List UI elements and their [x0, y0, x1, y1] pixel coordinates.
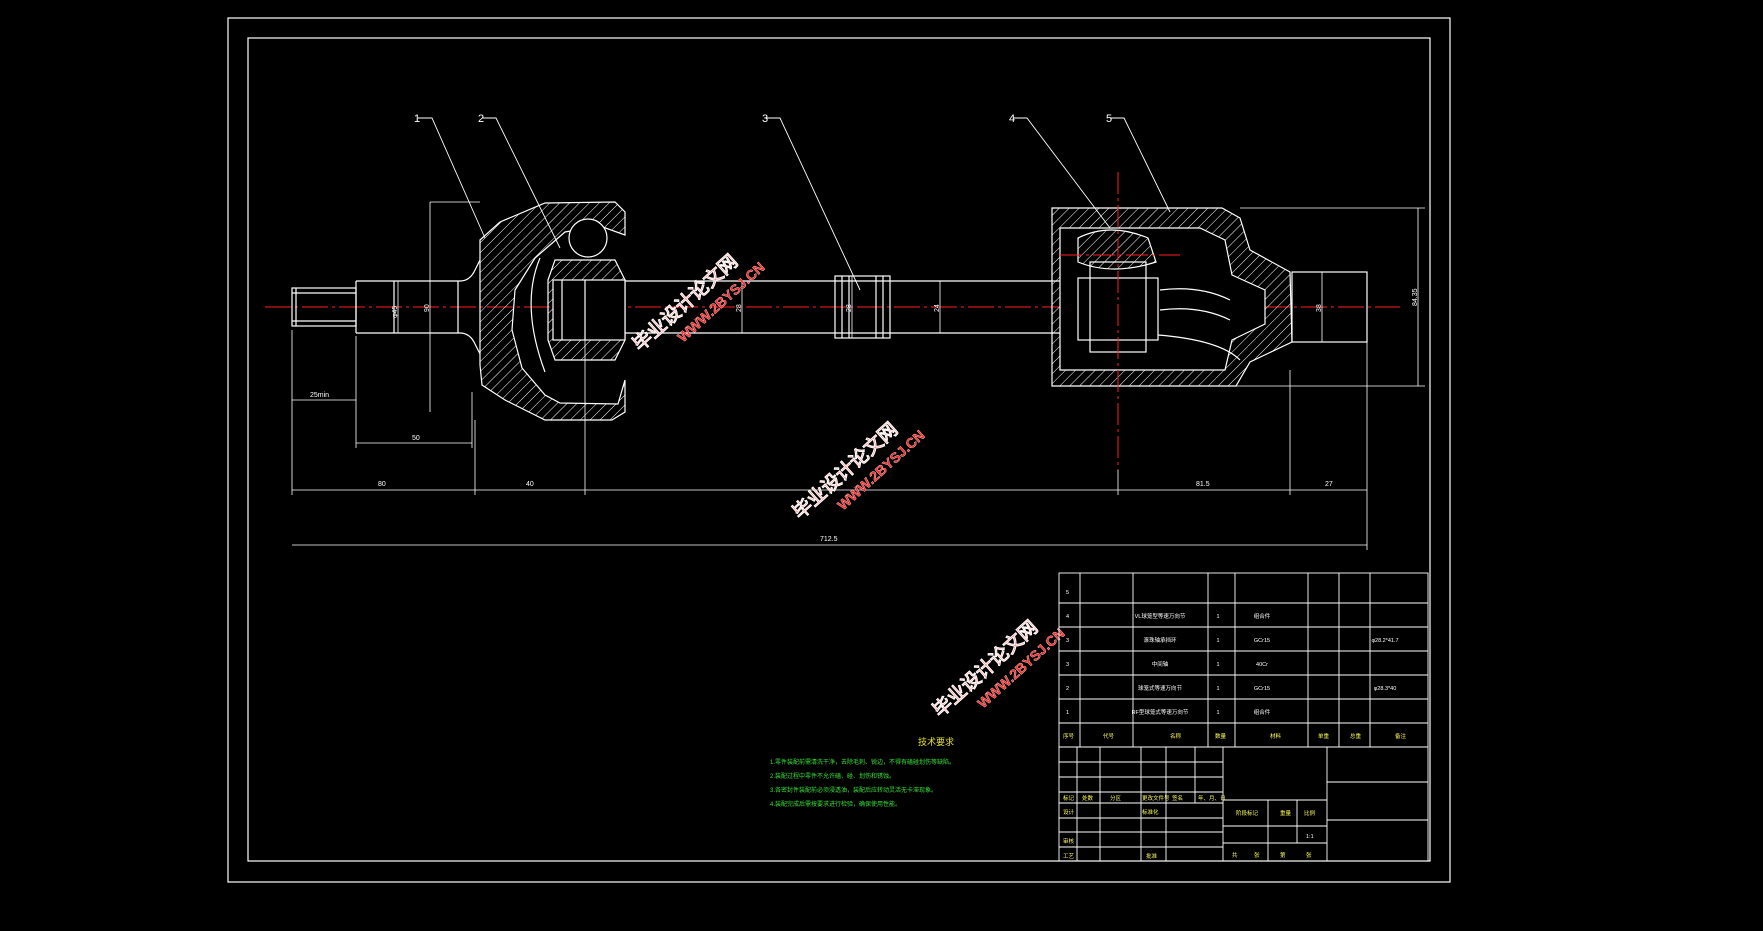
tb-designer: 设计	[1063, 808, 1075, 816]
bom-header-weight-total: 总重	[1350, 732, 1362, 740]
title-block	[1058, 746, 1429, 862]
bom-row-3-note: φ28.2*41.7	[1371, 638, 1398, 644]
balloon-numbers: 1 2 3 4 5	[414, 113, 1112, 125]
dim-40: 40	[526, 481, 534, 488]
balloon-3: 3	[762, 113, 768, 125]
bom-row-6-no: 1	[1066, 710, 1069, 716]
tb-label-docno: 更改文件号	[1142, 794, 1170, 802]
right-tripod-joint	[1051, 207, 1368, 387]
bom-row-6-name: RF型球笼式等速万向节	[1132, 708, 1189, 716]
tb-label-count: 处数	[1082, 794, 1094, 802]
notes-line-2: 2.装配过程中零件不允许磕、碰、划伤和锈蚀。	[770, 772, 895, 780]
bom-row-4-material: 40Cr	[1256, 662, 1268, 668]
dim-81-5: 81.5	[1196, 481, 1210, 488]
bom-row-1-no: 5	[1066, 590, 1069, 596]
left-cv-joint	[479, 201, 626, 421]
balloon-2: 2	[478, 113, 484, 125]
bom-row-2-qty: 1	[1216, 614, 1219, 620]
tb-sheet-total: 共	[1232, 851, 1238, 859]
tb-sheet-unit-2: 张	[1306, 851, 1312, 859]
balloon-leaders	[418, 117, 1171, 291]
tb-sheet-no: 第	[1280, 851, 1286, 859]
bom-header-code: 代号	[1103, 732, 1115, 740]
tb-scale-value: 1:1	[1306, 834, 1314, 840]
inner-frame	[247, 37, 1431, 862]
dim-712-5: 712.5	[820, 536, 838, 543]
outer-frame	[227, 17, 1451, 883]
bom-table	[1058, 572, 1429, 748]
dimension-lines	[291, 201, 1425, 550]
tb-label-date: 年、月、日	[1198, 794, 1226, 802]
dim-phi-f: 38	[1316, 304, 1323, 312]
tb-sheet-unit-1: 张	[1254, 851, 1260, 859]
dim-phi-e: 24	[934, 304, 941, 312]
bom-row-5-no: 2	[1066, 686, 1069, 692]
watermark-3: 毕业设计论文网 WWW.2BYSJ.CN	[928, 615, 1068, 721]
bom-header-material: 材料	[1270, 732, 1282, 740]
bom-header-qty: 数量	[1215, 732, 1227, 740]
notes-title: 技术要求	[918, 736, 954, 747]
bom-row-5-material: GCr15	[1254, 686, 1270, 692]
watermark-2: 毕业设计论文网 WWW.2BYSJ.CN	[788, 417, 928, 523]
bom-row-3-qty: 1	[1216, 638, 1219, 644]
dim-27: 27	[1325, 481, 1333, 488]
bom-row-6-material: 组合件	[1254, 708, 1271, 716]
intermediate-shaft	[625, 275, 1085, 339]
technical-notes: 技术要求 1.零件装配前需清洗干净，去除毛刺、锐边，不得有磕碰划伤等缺陷。 2.…	[770, 736, 955, 808]
title-block-text: 标记 处数 分区 更改文件号 签名 年、月、日 设计 标准化 审核 工艺 批准 …	[1063, 794, 1316, 860]
dim-phi-b: 90	[424, 304, 431, 312]
dim-phi-c: 28	[736, 304, 743, 312]
tb-scale: 比例	[1304, 809, 1316, 817]
balloon-4: 4	[1009, 113, 1015, 125]
bom-header-weight-single: 单重	[1318, 732, 1330, 740]
bom-row-5-note: φ28.3*40	[1374, 686, 1397, 692]
balloon-1: 1	[414, 113, 420, 125]
tb-stage-mark: 阶段标记	[1236, 809, 1259, 817]
bom-row-2-no: 4	[1066, 614, 1069, 620]
tb-approve: 批准	[1146, 852, 1158, 860]
dim-phi-a: φ45	[392, 306, 399, 318]
notes-line-3: 3.各密封件装配前必须浸透油，装配后应转动灵活无卡滞现象。	[770, 786, 937, 794]
bom-row-4-no: 3	[1066, 662, 1069, 668]
bom-row-2-name: VL球笼型等速万向节	[1135, 612, 1186, 620]
tb-weight: 重量	[1280, 809, 1292, 817]
bom-row-4-name: 中间轴	[1152, 660, 1169, 668]
tb-label-sign: 签名	[1172, 794, 1183, 802]
notes-line-1: 1.零件装配前需清洗干净，去除毛刺、锐边，不得有磕碰划伤等缺陷。	[770, 758, 955, 766]
bom-row-3-material: GCr15	[1254, 638, 1270, 644]
bom-row-5-name: 球笼式等速万向节	[1138, 684, 1183, 692]
tb-process: 工艺	[1063, 853, 1075, 860]
watermark-1: 毕业设计论文网 WWW.2BYSJ.CN	[628, 249, 768, 355]
balloon-5: 5	[1106, 113, 1112, 125]
dim-50: 50	[412, 435, 420, 442]
bom-row-5-qty: 1	[1216, 686, 1219, 692]
bom-row-4-qty: 1	[1216, 662, 1219, 668]
dimension-texts: 25min 50 80 40 81.5 27 712.5 φ45 90 28 2…	[310, 288, 1419, 543]
bom-row-3-no: 3	[1066, 638, 1069, 644]
bom-header-no: 序号	[1063, 732, 1075, 740]
tb-label-mark: 标记	[1063, 794, 1075, 802]
tb-label-zone: 分区	[1110, 794, 1122, 802]
bom-row-3-name: 滚珠轴承挡环	[1143, 636, 1177, 644]
dim-phi-g: 84.35	[1412, 288, 1419, 306]
bom-row-2-material: 组合件	[1254, 612, 1271, 620]
bom-header-name: 名称	[1170, 732, 1182, 740]
notes-line-4: 4.装配完成后需按要求进行检验，确保使用性能。	[770, 800, 901, 808]
bom-header-note: 备注	[1395, 732, 1407, 740]
bom-row-6-qty: 1	[1216, 710, 1219, 716]
dim-phi-d: 28	[846, 304, 853, 312]
left-spline-stub	[291, 259, 481, 355]
dim-80: 80	[378, 481, 386, 488]
tb-checker: 审核	[1063, 837, 1075, 845]
dim-25min: 25min	[310, 392, 329, 399]
tb-standard: 标准化	[1142, 808, 1159, 816]
